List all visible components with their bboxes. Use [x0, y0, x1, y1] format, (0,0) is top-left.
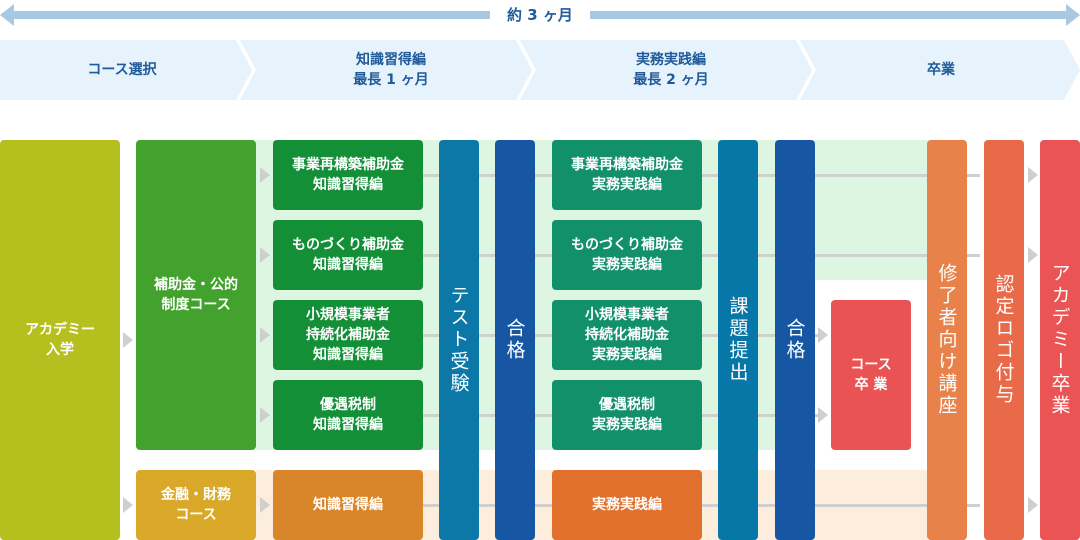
phase-knowledge: 知識習得編 最長 1 ヶ月	[353, 52, 429, 88]
arrow-icon	[818, 407, 828, 423]
logo-step: 認定ロゴ付与	[984, 140, 1024, 540]
practice-monozukuri: ものづくり補助金 実務実践編	[552, 220, 702, 290]
phase-practice: 実務実践編 最長 2 ヶ月	[633, 52, 709, 88]
arrow-icon	[1028, 247, 1038, 263]
pass-step-2: 合格	[775, 140, 815, 540]
phase-graduation: 卒業	[927, 62, 955, 78]
arrow-icon	[260, 497, 270, 513]
finance-course: 金融・財務 コース	[136, 470, 256, 540]
phase-header	[0, 40, 1080, 100]
knowledge-small-business: 小規模事業者 持続化補助金 知識習得編	[273, 300, 423, 370]
practice-tax: 優遇税制 実務実践編	[552, 380, 702, 450]
course-graduation: コース 卒 業	[831, 300, 911, 450]
test-step: テスト受験	[439, 140, 479, 540]
academy-graduation-step: アカデミー卒業	[1040, 140, 1080, 540]
arrow-icon	[123, 332, 133, 348]
arrow-icon	[260, 247, 270, 263]
knowledge-tax: 優遇税制 知識習得編	[273, 380, 423, 450]
arrow-icon	[123, 497, 133, 513]
arrow-icon	[260, 167, 270, 183]
practice-restructuring: 事業再構築補助金 実務実践編	[552, 140, 702, 210]
arrow-icon	[1028, 497, 1038, 513]
assignment-step: 課題提出	[718, 140, 758, 540]
alumni-course-step: 修了者向け講座	[927, 140, 967, 540]
duration-label: 約 3 ヶ月	[490, 4, 590, 26]
knowledge-monozukuri: ものづくり補助金 知識習得編	[273, 220, 423, 290]
practice-small-business: 小規模事業者 持続化補助金 実務実践編	[552, 300, 702, 370]
academy-entry: アカデミー 入学	[0, 140, 120, 540]
subsidy-course: 補助金・公的 制度コース	[136, 140, 256, 450]
knowledge-finance: 知識習得編	[273, 470, 423, 540]
arrow-icon	[260, 407, 270, 423]
knowledge-restructuring: 事業再構築補助金 知識習得編	[273, 140, 423, 210]
pass-step-1: 合格	[495, 140, 535, 540]
arrow-icon	[818, 327, 828, 343]
phase-course-selection: コース選択	[87, 62, 157, 78]
arrow-icon	[1028, 167, 1038, 183]
arrow-icon	[260, 327, 270, 343]
practice-finance: 実務実践編	[552, 470, 702, 540]
